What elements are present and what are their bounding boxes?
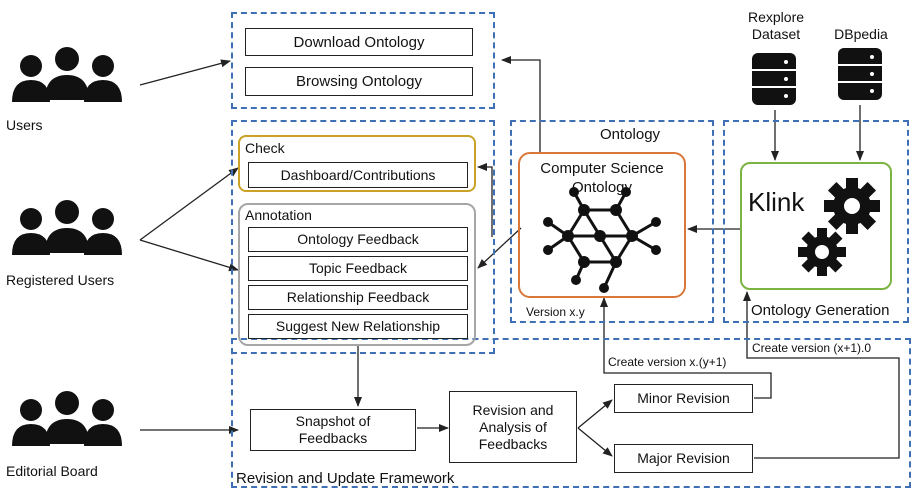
cso-title: Computer Science Ontology (540, 160, 664, 196)
dbpedia-label: DBpedia (834, 26, 888, 42)
topic-feedback-box: Topic Feedback (248, 256, 468, 281)
rexplore-dataset-label: Rexplore Dataset (747, 9, 805, 42)
gear-small-icon (798, 228, 846, 276)
annotation-panel (238, 203, 476, 346)
check-panel (238, 135, 476, 192)
ontology-feedback-box: Ontology Feedback (248, 227, 468, 252)
registered-users-label: Registered Users (6, 272, 115, 288)
users-people-icon (12, 47, 122, 102)
ontology-graph-icon (543, 187, 661, 293)
ontology-group-title: Ontology (600, 126, 661, 143)
relationship-feedback-box: Relationship Feedback (248, 285, 468, 310)
minor-version-label: Create version x.(y+1) (608, 355, 727, 369)
connectors (139, 56, 900, 459)
feedback-group (231, 120, 495, 354)
access-group (231, 12, 495, 109)
dashboard-contributions-box: Dashboard/Contributions (248, 162, 468, 188)
download-ontology-box: Download Ontology (245, 28, 473, 56)
version-label: Version x.y (526, 305, 585, 319)
browsing-ontology-box: Browsing Ontology (245, 67, 473, 96)
ontology-generation-title: Ontology Generation (751, 302, 890, 319)
klink-label: Klink (748, 187, 805, 217)
framework-group (231, 338, 911, 488)
dbpedia-database-icon (838, 48, 882, 100)
revision-analysis-box: Revision and Analysis of Feedbacks (449, 391, 577, 463)
major-version-label: Create version (x+1).0 (752, 341, 872, 355)
annotation-title: Annotation (245, 207, 312, 223)
ontology-group (510, 120, 714, 323)
generation-group (723, 120, 909, 323)
editorial-board-people-icon (12, 391, 122, 446)
users-label: Users (6, 117, 43, 133)
editorial-board-label: Editorial Board (6, 463, 98, 479)
rexplore-database-icon (752, 53, 796, 105)
suggest-new-relationship-box: Suggest New Relationship (248, 314, 468, 339)
klink-panel (740, 162, 892, 290)
major-revision-box: Major Revision (614, 444, 753, 473)
snapshot-box: Snapshot of Feedbacks (250, 409, 416, 451)
minor-revision-box: Minor Revision (614, 384, 753, 413)
check-title: Check (245, 140, 285, 156)
cso-panel (518, 152, 686, 298)
framework-title: Revision and Update Framework (236, 470, 455, 487)
registered-users-people-icon (12, 200, 122, 255)
